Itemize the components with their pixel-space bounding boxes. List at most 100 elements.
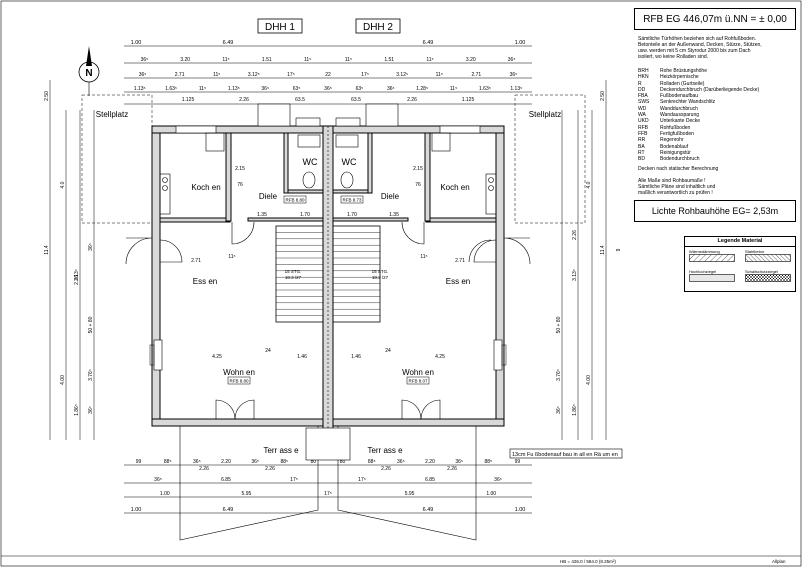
note-line: Sämtliche Türhöhen beziehen sich auf Roh… [638,36,757,42]
dimension-label: 1.46 [297,354,307,360]
dimension-label: 1.00 [486,491,496,497]
note-line: Alle Maße sind Rohbaumaße ! [638,178,706,184]
dimension-label: 2.50 [44,91,50,101]
stellplatz-right-outline [514,94,586,224]
dimension-label: 88⁵ [164,459,172,465]
abbreviation-value: Fußbodenaufbau [660,93,699,100]
dimension-label: 80 [340,459,346,465]
dimension-label: 1.35 [389,212,399,218]
dimension-label: 2.20 [221,459,231,465]
abbreviation-key: HKN [638,74,649,81]
dimension-label: 11⁵ [420,254,427,260]
abbreviation-value: Bodendurchbruch [660,156,700,163]
dimension-label: 11⁵ [199,86,206,92]
dimension-label: 11⁵ [222,57,229,63]
stairs-left-steps: 15 STG. [285,269,302,274]
notes-intro: Sämtliche Türhöhen beziehen sich auf Roh… [638,36,794,60]
dimension-label: 6.49 [223,40,234,46]
dimension-label: 1.00 [515,507,526,513]
dimension-label: 36⁵ [387,86,395,92]
dimension-label: 4.25 [435,354,445,360]
abbreviation-value: Regenrohr [660,137,684,144]
dimension-label: 1.70 [347,212,357,218]
dimension-label: 1.125 [462,97,475,103]
abbreviation-key: BD [638,156,645,163]
dimension-label: 1.86⁵ [74,404,80,416]
abbreviation-row: WA Wandaussparung [638,112,794,118]
dimension-label: 3.20 [180,57,190,63]
room-label-essen-right: Ess en [446,277,470,286]
room-tag-diele-right: RFB 8.73 [342,198,362,203]
dimension-label: 76 [415,182,421,188]
legend-label-waermedaemmung: Wärmedämmung [689,249,720,254]
abbreviation-value: Deckendurchbruch (Darüberliegende Decke) [660,86,760,93]
dimension-label: 36⁵ [251,459,259,465]
dimension-label: 17⁵ [324,491,332,497]
height-box: Lichte Rohbauhöhe EG= 2,53m [634,200,796,222]
dimension-label: 2.26 [447,466,457,472]
note-line: Sämtliche Pläne sind inhaltlich und [638,184,716,190]
dimension-label: 4.0 [60,181,66,188]
dimension-label: 2.71 [455,258,465,264]
dimension-label: 6.49 [423,507,434,513]
dimension-label: 2.50 [600,91,606,101]
dimension-label: 11⁵ [304,57,311,63]
dimension-label: 2.26 [381,466,391,472]
dimension-label: 9 [616,248,622,251]
note-static: Decken nach statischer Berechnung [638,166,719,172]
room-label-stellplatz-left: Stellplatz [96,110,128,119]
room-tag-wohnen-right: RFB 8.07 [408,379,428,384]
dimension-label: 4.00 [586,375,592,385]
abbreviation-key: WA [638,112,646,119]
dimension-label: 80 [311,459,317,465]
dimension-label: 1.70 [300,212,310,218]
dimension-label: 1.00 [160,491,170,497]
dimension-label: 22 [325,72,331,78]
room-label-terrasse-right: Terr ass e [367,446,403,455]
room-label-wohnen-left: Wohn en [223,368,255,377]
dimension-label: 3.12⁵ [248,72,260,78]
dhh1-header-box [257,18,303,34]
kitchen-fixtures [159,132,497,215]
footer-area-note: HB = 426.0 / 584.0 (8.25m²) [560,559,616,564]
abbreviation-value: Wandaussparung [660,112,700,119]
note-line: isoliert, wo keine Rolladen sind. [638,54,709,60]
room-label-terrasse-left: Terr ass e [263,446,299,455]
dimension-label: 1.63⁵ [479,86,491,92]
dimension-lines-side [49,80,607,440]
wc-fixtures [297,134,359,189]
dimension-label: 11⁵ [345,57,352,63]
dimension-label: 3.13⁵ [74,269,80,281]
footer-software: Allplan [772,559,786,564]
dimension-label: 36⁵ [88,243,94,251]
dimension-label: 1.51 [384,57,394,63]
walls [151,125,505,447]
abbreviation-row: BD Bodendurchbruch [638,156,794,162]
dimension-label: 17⁵ [361,72,369,78]
dimension-label: 11⁵ [228,254,235,260]
abbreviation-value: Senkrechter Wandschlitz [660,99,716,106]
dimension-label: 99 [515,459,521,465]
abbreviation-key: WD [638,105,647,112]
dimension-label: 88⁵ [484,459,492,465]
abbreviation-value: Rohfußboden [660,124,691,131]
dimension-label: 36⁵ [397,459,405,465]
dimension-label: 2.26 [239,97,249,103]
floor-note: 13cm Fu ßbodenauf bau in all en Rä um en [512,452,618,458]
note-line: usw. werden mit 5 cm Styrodur 2000 bis z… [638,48,751,54]
dimension-label: 1.13⁵ [228,86,240,92]
dimension-label: 36⁵ [494,477,502,483]
dimension-label: 2.71 [191,258,201,264]
dimension-label: 63.5 [295,97,305,103]
dimension-label: 63⁵ [293,86,301,92]
hatch-schallschutzziegel-icon [745,274,791,282]
dimension-label: 11⁵ [436,72,443,78]
dimension-label: 36⁵ [154,477,162,483]
dhh2-header-box [355,18,401,34]
